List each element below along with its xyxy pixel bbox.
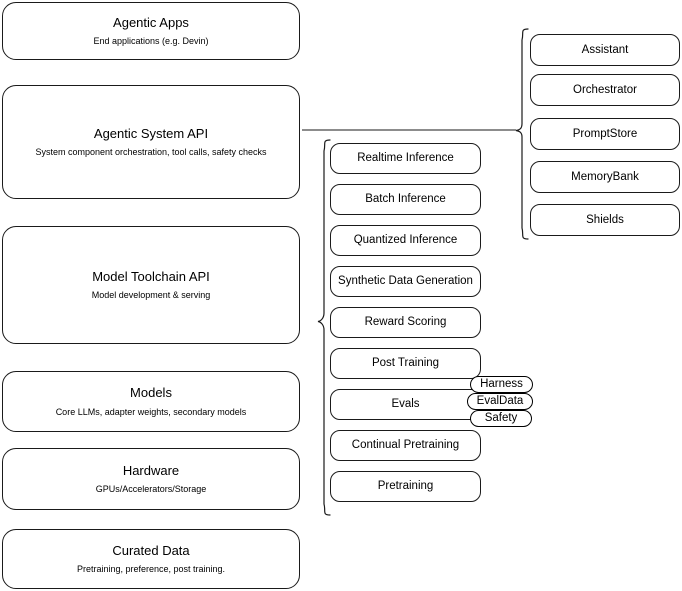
stack-box-title: Agentic System API [93,125,209,141]
toolchain-component-label: Realtime Inference [357,152,454,165]
toolchain-component-synthetic-data-generation[interactable]: Synthetic Data Generation [330,266,481,297]
toolchain-component-label: Reward Scoring [364,316,447,329]
toolchain-component-label: Pretraining [377,480,434,493]
stack-box-title: Hardware [122,462,180,478]
stack-box-title: Model Toolchain API [92,268,210,284]
toolchain-component-realtime-inference[interactable]: Realtime Inference [330,143,481,174]
agentic-component-label: Shields [586,213,624,226]
eval-tag-safety[interactable]: Safety [470,410,532,427]
stack-box-model-toolchain-api[interactable]: Model Toolchain API Model development & … [2,226,300,344]
stack-box-title: Curated Data [112,542,190,558]
eval-tag-evaldata[interactable]: EvalData [467,393,533,410]
toolchain-component-reward-scoring[interactable]: Reward Scoring [330,307,481,338]
stack-box-subtitle: Model development & serving [91,290,211,300]
toolchain-component-label: Synthetic Data Generation [338,275,473,288]
stack-box-agentic-system-api[interactable]: Agentic System API System component orch… [2,85,300,199]
eval-tag-label: Safety [484,411,518,424]
agentic-component-memorybank[interactable]: MemoryBank [530,161,680,193]
stack-box-agentic-apps[interactable]: Agentic Apps End applications (e.g. Devi… [2,2,300,60]
eval-tag-label: Harness [480,377,523,390]
stack-box-title: Models [130,385,172,401]
agentic-component-label: Assistant [581,43,629,56]
stack-box-subtitle: GPUs/Accelerators/Storage [95,484,207,494]
eval-tag-label: EvalData [476,394,524,407]
toolchain-component-label: Evals [391,398,420,411]
toolchain-component-evals[interactable]: Evals [330,389,481,420]
agentic-component-assistant[interactable]: Assistant [530,34,680,66]
toolchain-component-pretraining[interactable]: Pretraining [330,471,481,502]
toolchain-component-batch-inference[interactable]: Batch Inference [330,184,481,215]
toolchain-component-quantized-inference[interactable]: Quantized Inference [330,225,481,256]
toolchain-component-label: Continual Pretraining [351,439,460,452]
stack-box-subtitle: Pretraining, preference, post training. [76,564,226,574]
agentic-component-orchestrator[interactable]: Orchestrator [530,74,680,106]
agentic-component-label: PromptStore [572,127,638,140]
toolchain-component-continual-pretraining[interactable]: Continual Pretraining [330,430,481,461]
stack-box-hardware[interactable]: Hardware GPUs/Accelerators/Storage [2,448,300,510]
stack-box-curated-data[interactable]: Curated Data Pretraining, preference, po… [2,529,300,589]
agentic-component-label: MemoryBank [571,170,639,183]
agentic-component-label: Orchestrator [573,83,637,96]
agentic-component-shields[interactable]: Shields [530,204,680,236]
agentic-component-promptstore[interactable]: PromptStore [530,118,680,150]
toolchain-component-label: Quantized Inference [353,234,458,247]
toolchain-component-label: Post Training [371,357,440,370]
stack-box-subtitle: End applications (e.g. Devin) [93,36,209,46]
stack-box-subtitle: Core LLMs, adapter weights, secondary mo… [55,406,247,417]
stack-box-subtitle: System component orchestration, tool cal… [35,147,267,157]
toolchain-component-post-training[interactable]: Post Training [330,348,481,379]
stack-box-title: Agentic Apps [113,14,189,30]
eval-tag-harness[interactable]: Harness [470,376,533,393]
toolchain-component-label: Batch Inference [365,193,446,206]
stack-box-models[interactable]: Models Core LLMs, adapter weights, secon… [2,371,300,432]
